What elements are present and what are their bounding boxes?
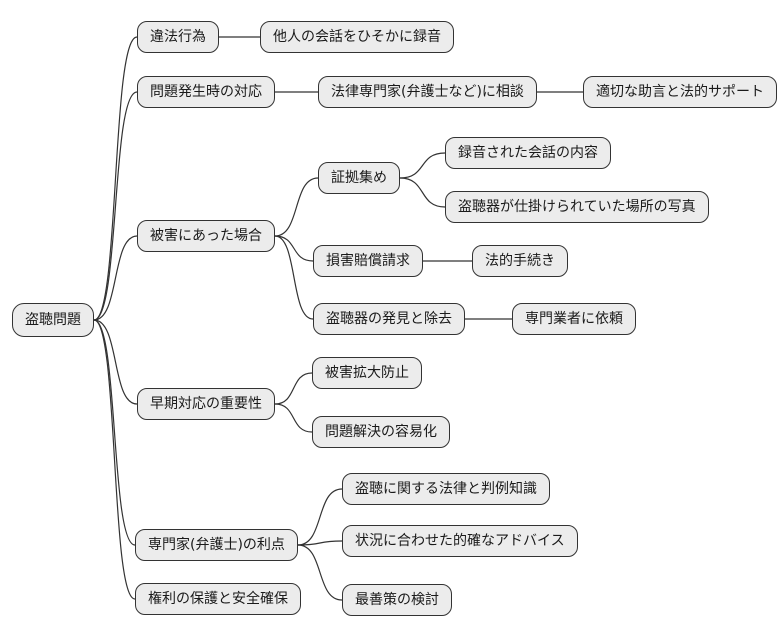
mindmap-edge-root-illegal — [93, 36, 138, 321]
mindmap-node-advice: 状況に合わせた的確なアドバイス — [342, 525, 578, 557]
mindmap-node-removal: 盗聴器の発見と除去 — [313, 303, 465, 335]
mindmap-edge-root-victim — [93, 235, 138, 321]
mindmap-edge-evidence-recorded — [399, 152, 446, 179]
mindmap-edge-early-easier — [274, 403, 313, 433]
mindmap-node-early: 早期対応の重要性 — [137, 388, 275, 420]
mindmap-node-prevent: 被害拡大防止 — [312, 357, 422, 389]
mindmap-edge-victim-evidence — [274, 177, 319, 237]
mindmap-edge-root-early — [93, 319, 138, 405]
mindmap-edge-expert-knowledge — [297, 488, 343, 546]
mindmap-edge-root-expert — [93, 319, 136, 546]
mindmap-edge-expert-advice — [297, 540, 343, 546]
mindmap-edge-root-rights — [93, 319, 136, 600]
mindmap-node-consult: 法律専門家(弁護士など)に相談 — [318, 76, 537, 108]
mindmap-node-expert: 専門家(弁護士)の利点 — [135, 529, 298, 561]
mindmap-node-photo: 盗聴器が仕掛けられていた場所の写真 — [445, 191, 709, 223]
mindmap-edge-root-response — [93, 91, 138, 321]
mindmap-node-contractor: 専門業者に依頼 — [512, 303, 636, 335]
mindmap-edge-expert-best — [297, 544, 343, 601]
mindmap-node-damages: 損害賠償請求 — [313, 245, 423, 277]
mindmap-node-rights: 権利の保護と安全確保 — [135, 583, 301, 615]
mindmap-node-recorded: 録音された会話の内容 — [445, 137, 611, 169]
mindmap-node-root: 盗聴問題 — [12, 303, 94, 337]
mindmap-edge-victim-removal — [274, 235, 314, 320]
mindmap-edge-early-prevent — [274, 372, 313, 405]
mindmap-node-victim: 被害にあった場合 — [137, 220, 275, 252]
mindmap-edge-evidence-photo — [399, 177, 446, 208]
mindmap-node-best: 最善策の検討 — [342, 584, 452, 616]
mindmap-node-illegal: 違法行為 — [137, 21, 219, 53]
mindmap-node-evidence: 証拠集め — [318, 162, 400, 194]
mindmap-edge-victim-damages — [274, 235, 314, 262]
mindmap-node-easier: 問題解決の容易化 — [312, 416, 450, 448]
mindmap-node-legalproc: 法的手続き — [472, 245, 568, 277]
mindmap-node-illegal-detail: 他人の会話をひそかに録音 — [260, 21, 454, 53]
mindmap-node-response: 問題発生時の対応 — [137, 76, 275, 108]
mindmap-node-support: 適切な助言と法的サポート — [583, 76, 777, 108]
mindmap-node-knowledge: 盗聴に関する法律と判例知識 — [342, 473, 550, 505]
